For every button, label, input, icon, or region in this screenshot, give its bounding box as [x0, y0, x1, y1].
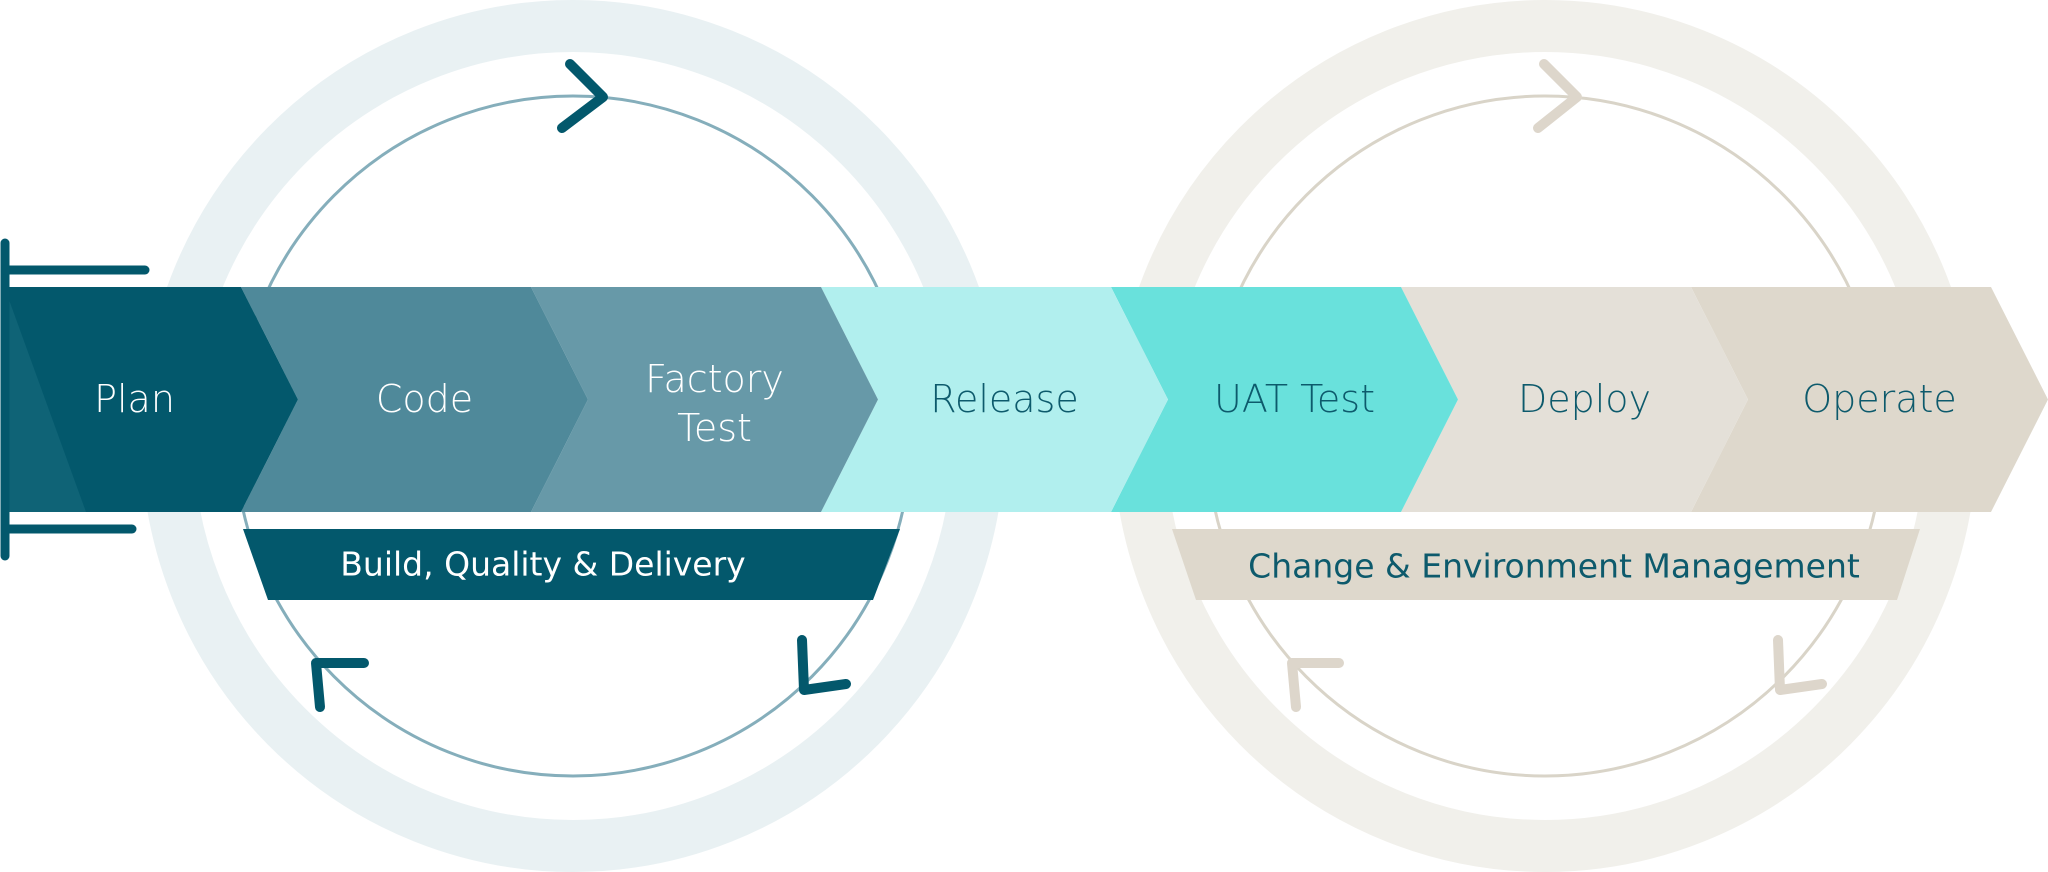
stage-chevron-shape	[1401, 287, 1748, 512]
stage-chevron-shape	[8, 287, 298, 512]
stage-release: Release	[821, 287, 1168, 512]
band-label-build-quality-delivery: Build, Quality & Delivery	[340, 545, 745, 584]
band-label-change-environment-management: Change & Environment Management	[1248, 547, 1860, 586]
arrow-up-left-icon	[1287, 658, 1344, 712]
stage-label: Operate	[1802, 377, 1957, 421]
stage-code: Code	[241, 287, 588, 512]
chevron-right-icon	[557, 59, 608, 133]
stage-plan: Plan	[8, 287, 298, 512]
stage-deploy: Deploy	[1401, 287, 1748, 512]
arrow-down-left-icon	[797, 635, 851, 695]
stage-chevron-shape	[821, 287, 1168, 512]
arrow-down-left-icon	[1773, 635, 1827, 695]
stage-chevron-shape	[1111, 287, 1458, 512]
stage-label: Factory	[645, 357, 784, 401]
stage-label: UAT Test	[1214, 377, 1375, 421]
stage-operate: Operate	[1691, 287, 2048, 512]
stage-uat-test: UAT Test	[1111, 287, 1458, 512]
stage-chevron-shape	[531, 287, 878, 512]
arrow-up-left-icon	[311, 658, 369, 712]
stage-label: Test	[677, 406, 752, 450]
chevron-right-icon	[1533, 59, 1582, 133]
band-change-environment-management: Change & Environment Management	[1172, 529, 1920, 600]
stage-chevron-shape	[241, 287, 588, 512]
band-build-quality-delivery: Build, Quality & Delivery	[243, 529, 900, 600]
plan-shade-shape	[8, 297, 86, 512]
stage-label: Deploy	[1518, 377, 1651, 421]
stage-chevron-shape	[1691, 287, 2048, 512]
stage-label: Release	[930, 377, 1078, 421]
stage-label: Plan	[94, 377, 175, 421]
start-bracket-icon	[0, 238, 150, 561]
stage-label: Code	[376, 377, 473, 421]
